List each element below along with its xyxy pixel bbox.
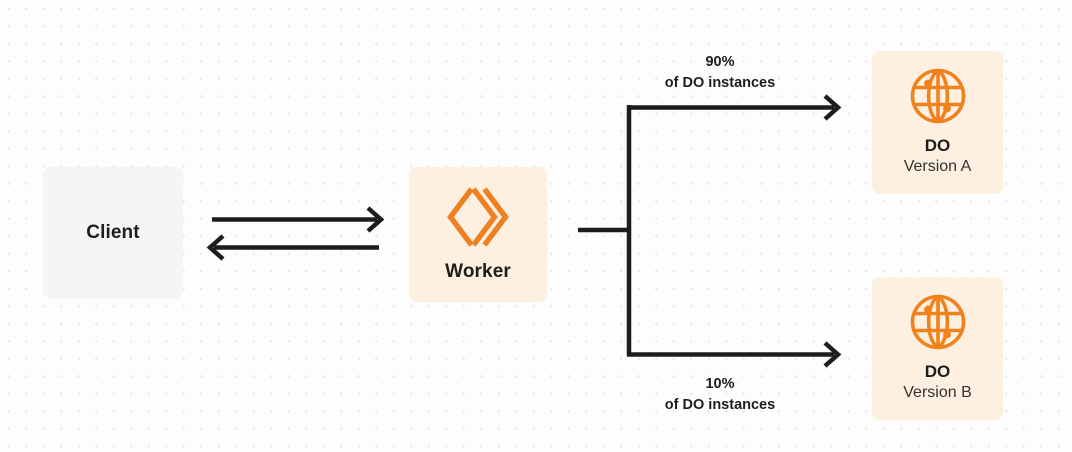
edge-label-do-a: 90% of DO instances: [610, 52, 830, 93]
durable-object-globe-icon: [909, 293, 967, 351]
edge-worker-to-do-a: [627, 94, 842, 121]
node-client-label: Client: [86, 221, 140, 243]
node-worker-label: Worker: [445, 261, 511, 283]
node-do-version-b[interactable]: DO Version B: [872, 277, 1003, 420]
durable-object-globe-icon: [909, 67, 967, 125]
edge-label-do-b: 10% of DO instances: [610, 374, 830, 415]
node-do-b-sublabel: Version B: [903, 384, 972, 402]
edge-worker-to-do-b: [627, 341, 842, 368]
edge-label-do-b-percent: 10%: [705, 376, 735, 392]
edge-worker-to-client: [206, 234, 379, 261]
edge-client-to-worker: [212, 206, 385, 233]
node-do-a-sublabel: Version A: [903, 158, 972, 176]
node-do-version-a[interactable]: DO Version A: [872, 51, 1003, 194]
node-do-a-label: DO: [924, 135, 951, 155]
edge-label-do-b-description: of DO instances: [664, 396, 776, 413]
edge-label-do-a-percent: 90%: [705, 54, 735, 70]
node-client[interactable]: Client: [43, 167, 183, 299]
node-do-b-label: DO: [924, 361, 951, 381]
cloudflare-workers-icon: [446, 186, 510, 248]
node-worker[interactable]: Worker: [409, 167, 547, 302]
edge-label-do-a-description: of DO instances: [664, 74, 776, 91]
